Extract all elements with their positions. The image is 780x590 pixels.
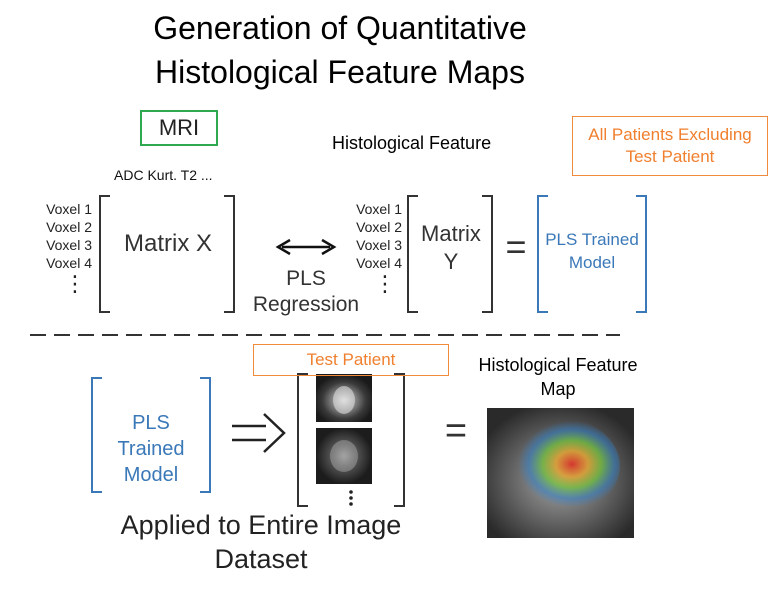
bottom-model-left-bracket [91,377,102,493]
feature-map-title-line-1: Histological Feature [478,355,638,375]
voxel-label: Voxel 3 [46,237,92,253]
voxel-list-left: Voxel 1 Voxel 2 Voxel 3 Voxel 4 ⋮ [26,200,92,296]
features-label: ADC Kurt. T2 ... [114,167,213,183]
pls-regression-label: PLS Regression [246,266,366,318]
pls-regression-line-1: PLS [286,267,326,290]
test-patient-box: Test Patient [253,344,449,376]
test-patient-image-2-detail [330,440,358,472]
voxel-label: Voxel 1 [46,201,92,217]
mri-label: MRI [158,115,200,140]
voxel-label: Voxel 4 [46,255,92,271]
implies-arrow-icon [232,413,286,453]
mri-label-box: MRI [140,110,218,146]
matrix-y-right-bracket [482,195,493,313]
image-column-left-bracket [297,373,308,507]
applied-line-1: Applied to Entire Image [120,510,402,540]
title-line-2: Histological Feature Maps [155,54,525,90]
equals-sign-top: = [505,226,527,267]
feature-map-title: Histological Feature Map [466,353,650,401]
test-patient-label: Test Patient [306,350,396,369]
test-patient-image-2 [316,428,372,484]
bottom-pls-trained-line-2: Model [123,464,179,486]
top-model-right-bracket [636,195,647,313]
applied-caption: Applied to Entire Image Dataset [96,508,426,576]
voxel-list-right: Voxel 1 Voxel 2 Voxel 3 Voxel 4 ⋮ [336,200,402,296]
all-patients-line-1: All Patients Excluding [588,125,752,144]
voxel-label: Voxel 3 [356,237,402,253]
matrix-x-label: Matrix X [123,230,212,257]
title-line-1: Generation of Quantitative [153,10,527,46]
top-pls-trained-model: PLS Trained Model [540,228,644,274]
bottom-pls-trained-model: PLS Trained Model [96,410,206,488]
vertical-ellipsis-icon: ⋮ [374,271,396,296]
image-column-right-bracket [394,373,405,507]
matrix-y-label: Matrix Y [414,220,488,276]
feature-map-title-line-2: Map [540,379,576,399]
applied-line-2: Dataset [214,544,308,574]
matrix-y-line-1: Matrix [421,221,481,246]
histological-feature-label: Histological Feature [332,133,492,153]
voxel-label: Voxel 2 [46,219,92,235]
all-patients-line-2: Test Patient [625,147,715,166]
all-patients-box: All Patients Excluding Test Patient [572,116,768,176]
equals-sign-bottom: = [444,410,468,452]
matrix-x-right-bracket [224,195,235,313]
voxel-label: Voxel 1 [356,201,402,217]
top-pls-trained-line-2: Model [568,253,616,272]
voxel-label: Voxel 4 [356,255,402,271]
top-pls-trained-line-1: PLS Trained [545,230,639,249]
histological-feature-map-overlay [500,418,620,514]
matrix-y-line-2: Y [443,249,459,274]
matrix-y-left-bracket [407,195,418,313]
page-title: Generation of Quantitative Histological … [40,6,640,94]
pls-regression-line-2: Regression [252,293,360,316]
bottom-pls-trained-line-1: PLS Trained [117,412,185,460]
bottom-model-right-bracket [200,377,211,493]
vertical-ellipsis-icon: ⋮ [64,271,86,296]
matrix-x-left-bracket [99,195,110,313]
double-arrow-icon [275,238,337,256]
top-model-left-bracket [537,195,548,313]
test-patient-image-1-detail [333,386,355,414]
vertical-ellipsis-icon [349,490,353,506]
voxel-label: Voxel 2 [356,219,402,235]
